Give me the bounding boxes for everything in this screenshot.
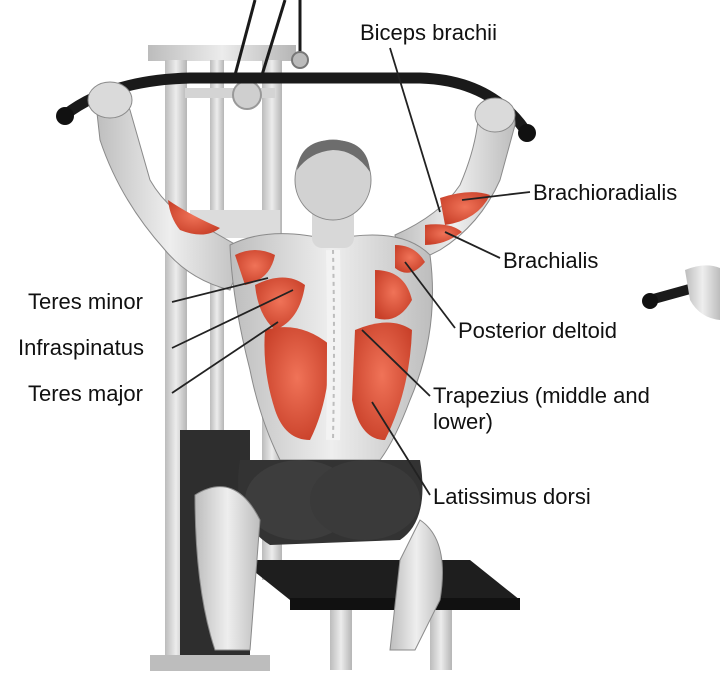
label-latissimus-dorsi: Latissimus dorsi xyxy=(433,484,591,509)
label-brachialis: Brachialis xyxy=(503,248,599,273)
leader-latissimus xyxy=(371,401,431,496)
leader-brachialis xyxy=(444,231,501,259)
label-infraspinatus: Infraspinatus xyxy=(18,335,144,360)
leader-biceps xyxy=(389,47,441,213)
infraspinatus-right-muscle xyxy=(375,270,412,320)
highlighted-muscles xyxy=(168,192,490,441)
label-teres-minor: Teres minor xyxy=(28,289,143,314)
leader-posterior-deltoid xyxy=(404,261,456,329)
brachioradialis-muscle xyxy=(440,192,490,225)
leader-infraspinatus xyxy=(171,289,294,349)
biceps-left-muscle xyxy=(168,200,220,235)
bench xyxy=(240,560,520,670)
posterior-deltoid-left-muscle xyxy=(235,250,275,285)
second-figure-partial xyxy=(642,265,720,320)
label-teres-major: Teres major xyxy=(28,381,143,406)
leader-teres-minor xyxy=(171,277,269,303)
label-biceps-brachii: Biceps brachii xyxy=(360,20,497,45)
leader-teres-major xyxy=(171,321,279,394)
leader-trapezius xyxy=(361,329,431,397)
label-brachioradialis: Brachioradialis xyxy=(533,180,678,205)
posterior-deltoid-right-muscle xyxy=(395,245,425,273)
leader-brachioradialis xyxy=(461,191,531,201)
brachialis-muscle xyxy=(425,224,462,245)
latissimus-left-muscle xyxy=(264,327,330,440)
leader-lines xyxy=(171,47,531,496)
latissimus-right-muscle xyxy=(352,322,412,440)
label-trapezius: Trapezius (middle and lower) xyxy=(433,383,650,434)
label-posterior-deltoid: Posterior deltoid xyxy=(458,318,617,343)
